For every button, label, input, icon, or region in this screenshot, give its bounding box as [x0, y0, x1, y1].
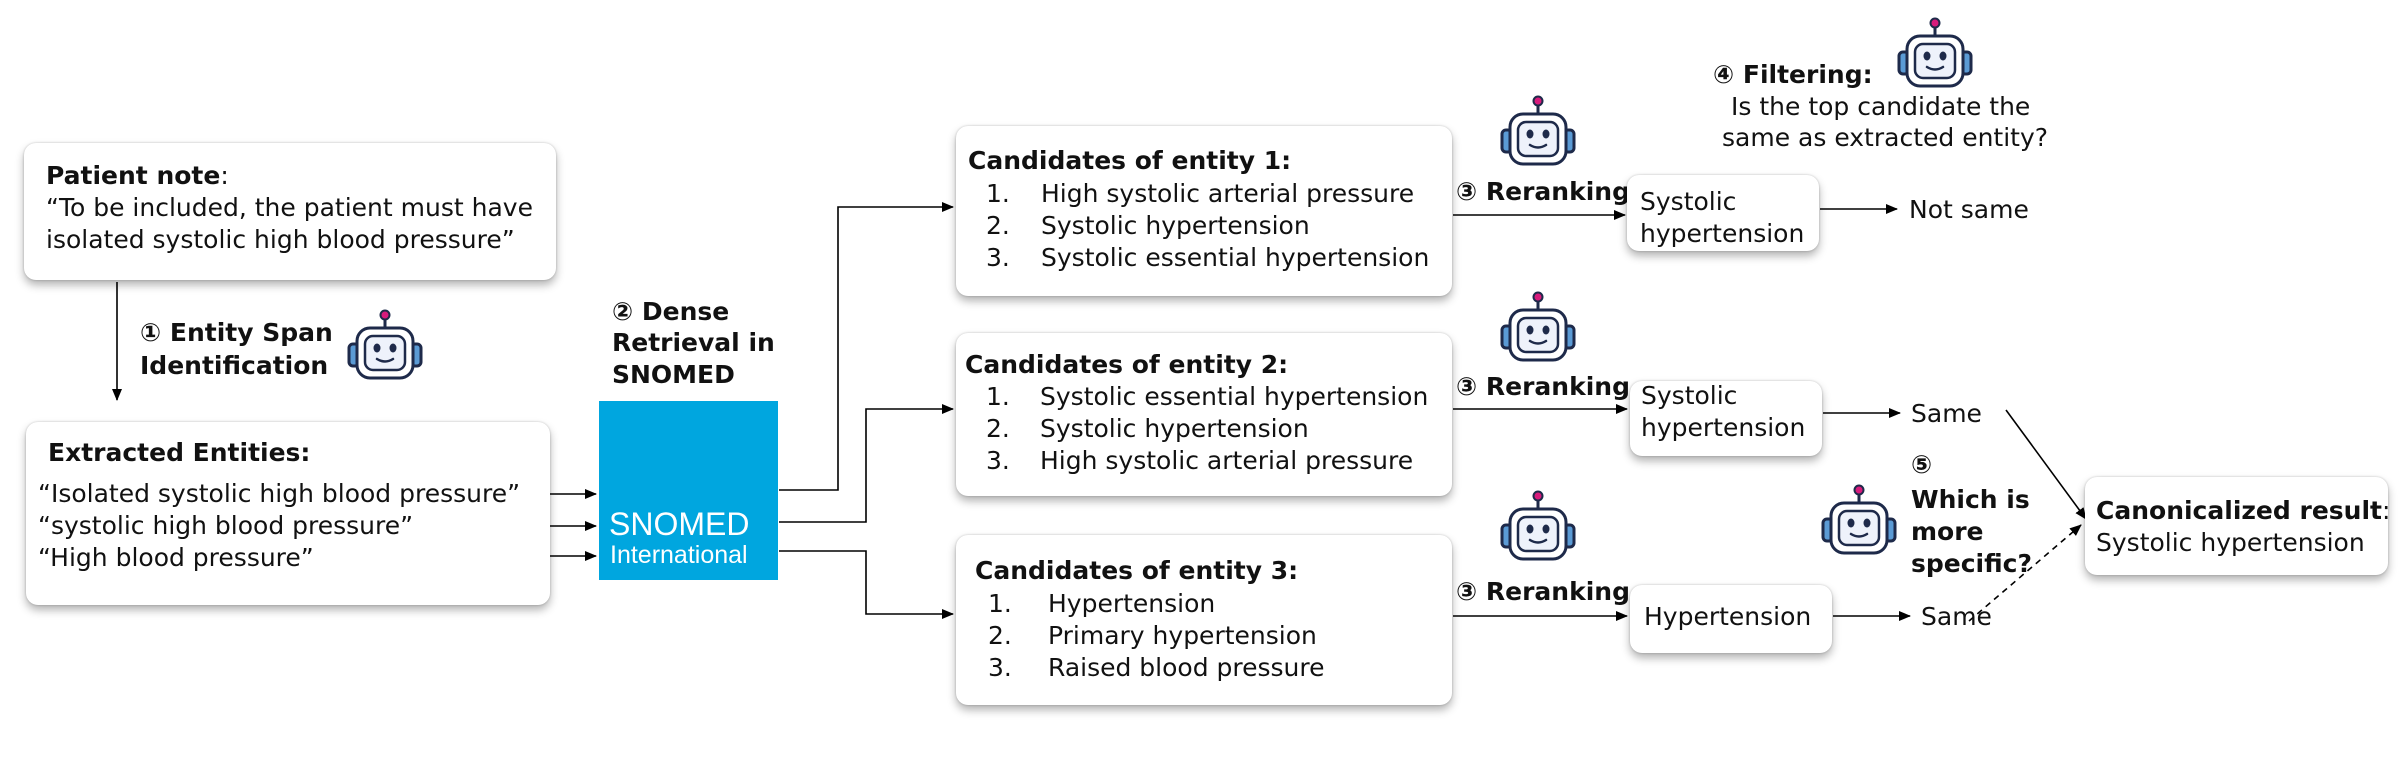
reranked-top-1-line-1: Systolic [1640, 187, 1737, 216]
canonicalized-result-colon: : [2381, 496, 2391, 525]
candidate-2-3-text: High systolic arterial pressure [1040, 446, 1414, 475]
robot-icon [1500, 95, 1576, 166]
step4-question-line-1: Is the top candidate the [1731, 92, 2031, 121]
extracted-entities-title: Extracted Entities: [48, 438, 311, 467]
candidate-2-1-text: Systolic essential hypertension [1040, 382, 1429, 411]
patient-note-label: Patient note [46, 161, 221, 190]
step1-label-line-2: Identification [140, 351, 329, 380]
candidate-3-2-text: Primary hypertension [1048, 621, 1317, 650]
robot-icon [1500, 291, 1576, 362]
step4-question-line-2: same as extracted entity? [1722, 123, 2049, 152]
extracted-entities-box [26, 422, 550, 605]
candidate-1-2-number: 2. [986, 211, 1010, 240]
canonicalized-result-heading: Canonicalized result: [2096, 495, 2390, 527]
snomed-logo-line-2: International [610, 541, 748, 569]
candidate-2-2-number: 2. [986, 414, 1010, 443]
candidate-1-1-number: 1. [986, 179, 1010, 208]
candidate-1-3-number: 3. [986, 243, 1010, 272]
step5-label-line-1: Which is [1911, 485, 2030, 514]
candidates-entity-2-title: Candidates of entity 2: [965, 350, 1289, 379]
extracted-entity-2: “systolic high blood pressure” [38, 511, 414, 540]
step5-label-line-2: more [1911, 517, 1984, 546]
candidate-2-2-text: Systolic hypertension [1040, 414, 1309, 443]
extracted-entity-1: “Isolated systolic high blood pressure” [38, 479, 521, 508]
reranking-label-3: ③ Reranking [1456, 577, 1630, 606]
step5-number: ⑤ [1911, 450, 1933, 479]
arrow-snomed-to-candidates-2 [779, 404, 954, 523]
candidate-3-3-text: Raised blood pressure [1048, 653, 1325, 682]
canonicalized-result-label: Canonicalized result [2096, 496, 2382, 525]
candidates-entity-1-title: Candidates of entity 1: [968, 146, 1292, 175]
robot-icon [1821, 484, 1897, 555]
arrow-dashed-same-to-canonical [1968, 524, 2082, 622]
filter-result-2: Same [1911, 399, 1982, 428]
patient-note-colon: : [220, 161, 229, 190]
reranked-top-3-box [1630, 585, 1832, 653]
candidate-3-1-number: 1. [988, 589, 1012, 618]
arrow-snomed-to-candidates-1 [779, 202, 954, 491]
arrow-snomed-to-candidates-3 [779, 550, 954, 619]
step4-label: ④ Filtering: [1713, 60, 1873, 89]
robot-icon [1500, 490, 1576, 561]
arrow-same-to-canonical [2005, 409, 2087, 520]
patient-note-heading: Patient note: [46, 160, 229, 192]
candidate-1-1-text: High systolic arterial pressure [1041, 179, 1415, 208]
candidate-1-3-text: Systolic essential hypertension [1041, 243, 1430, 272]
candidate-2-3-number: 3. [986, 446, 1010, 475]
candidates-entity-1-box [956, 126, 1452, 296]
step5-label-line-3: specific? [1911, 549, 2032, 578]
step2-label-line-2: Retrieval in [612, 328, 775, 357]
candidate-3-3-number: 3. [988, 653, 1012, 682]
candidate-3-2-number: 2. [988, 621, 1012, 650]
candidate-2-1-number: 1. [986, 382, 1010, 411]
snomed-international-logo: SNOMED International [599, 401, 778, 580]
step2-label-line-3: SNOMED [612, 360, 735, 389]
reranking-label-2: ③ Reranking [1456, 372, 1630, 401]
reranked-top-1-line-2: hypertension [1640, 219, 1805, 248]
reranked-top-3-line-1: Hypertension [1644, 602, 1812, 631]
candidates-entity-2-box [956, 333, 1452, 496]
canonicalized-result-box [2085, 477, 2388, 575]
candidate-1-2-text: Systolic hypertension [1041, 211, 1310, 240]
reranked-top-2-line-2: hypertension [1641, 413, 1806, 442]
extracted-entity-3: “High blood pressure” [38, 543, 314, 572]
reranked-top-2-line-1: Systolic [1641, 381, 1738, 410]
patient-note-box [24, 143, 556, 280]
patient-note-line-1: “To be included, the patient must have [46, 193, 533, 222]
robot-icon [347, 309, 423, 380]
candidates-entity-3-box [956, 535, 1452, 705]
reranking-label-1: ③ Reranking [1456, 177, 1630, 206]
candidates-entity-3-title: Candidates of entity 3: [975, 556, 1299, 585]
candidate-3-1-text: Hypertension [1048, 589, 1216, 618]
canonicalized-result-value: Systolic hypertension [2096, 528, 2365, 557]
step1-label-line-1: ① Entity Span [140, 318, 333, 347]
filter-result-1: Not same [1909, 195, 2029, 224]
reranked-top-1-box [1627, 175, 1819, 251]
step2-label-line-1: ② Dense [612, 297, 730, 326]
filter-result-3: Same [1921, 602, 1992, 631]
patient-note-line-2: isolated systolic high blood pressure” [46, 225, 515, 254]
snomed-logo-line-1: SNOMED [609, 506, 750, 542]
robot-icon [1897, 17, 1973, 88]
reranked-top-2-box [1630, 381, 1822, 456]
